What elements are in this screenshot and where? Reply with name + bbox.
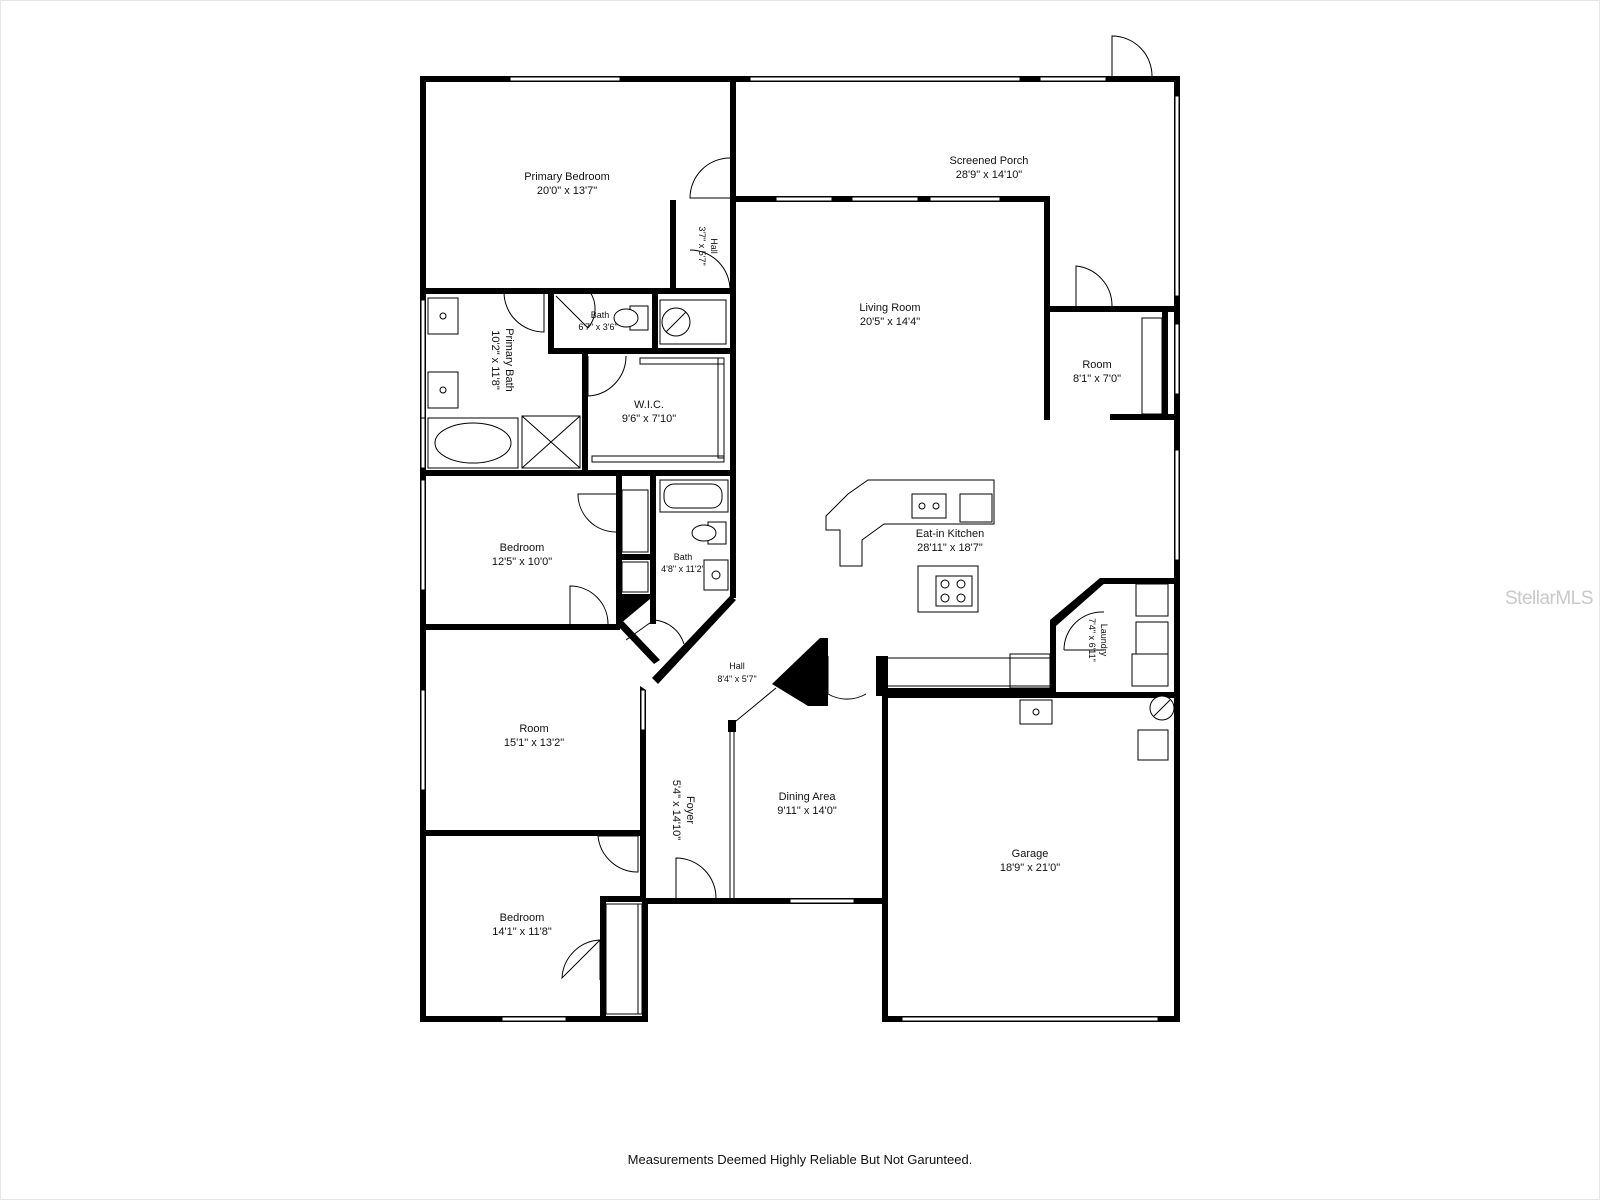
svg-text:10'2" x 11'8": 10'2" x 11'8": [489, 330, 501, 390]
doors: [503, 35, 1153, 980]
room-bath-hall: Bath 4'8" x 11'2": [661, 552, 705, 574]
fixtures: [427, 297, 1175, 1015]
svg-text:28'9" x 14'10": 28'9" x 14'10": [956, 169, 1023, 181]
room-eat-in-kitchen: Eat-in Kitchen 28'11" x 18'7": [916, 528, 984, 554]
svg-text:Bedroom: Bedroom: [500, 912, 545, 924]
svg-text:7'4" x 6'11": 7'4" x 6'11": [1087, 618, 1097, 662]
svg-text:Bedroom: Bedroom: [500, 542, 545, 554]
room-dining-area: Dining Area 9'11" x 14'0": [777, 791, 837, 817]
windows: [420, 76, 1180, 1022]
svg-text:Living Room: Living Room: [859, 302, 920, 314]
room-hall-center: Hall 8'4" x 5'7": [717, 661, 756, 684]
room-bedroom-1: Bedroom 12'5" x 10'0": [492, 542, 552, 568]
room-foyer: Foyer 5'4" x 14'10": [670, 780, 696, 840]
room-primary-bedroom: Primary Bedroom 20'0" x 13'7": [524, 171, 610, 197]
svg-text:Room: Room: [519, 723, 548, 735]
svg-text:Eat-in Kitchen: Eat-in Kitchen: [916, 528, 984, 540]
room-bedroom-2: Bedroom 14'1" x 11'8": [492, 912, 552, 938]
svg-text:9'6" x 7'10": 9'6" x 7'10": [622, 413, 676, 425]
svg-text:8'1" x 7'0": 8'1" x 7'0": [1073, 373, 1121, 385]
svg-text:Primary Bedroom: Primary Bedroom: [524, 171, 610, 183]
room-living-room: Living Room 20'5" x 14'4": [859, 302, 920, 328]
svg-text:Garage: Garage: [1012, 848, 1049, 860]
svg-text:8'4" x 5'7": 8'4" x 5'7": [717, 674, 756, 684]
room-room-left: Room 15'1" x 13'2": [504, 723, 564, 749]
svg-text:20'5" x 14'4": 20'5" x 14'4": [860, 316, 920, 328]
svg-text:12'5" x 10'0": 12'5" x 10'0": [492, 556, 552, 568]
svg-text:Bath: Bath: [591, 310, 610, 320]
svg-text:Room: Room: [1082, 359, 1111, 371]
svg-text:Primary Bath: Primary Bath: [503, 328, 515, 392]
svg-text:14'1" x 11'8": 14'1" x 11'8": [492, 926, 552, 938]
svg-text:5'4" x 14'10": 5'4" x 14'10": [670, 780, 682, 840]
svg-text:15'1" x 13'2": 15'1" x 13'2": [504, 737, 564, 749]
svg-text:20'0" x 13'7": 20'0" x 13'7": [537, 185, 597, 197]
svg-text:Screened Porch: Screened Porch: [950, 155, 1029, 167]
measurement-disclaimer: Measurements Deemed Highly Reliable But …: [627, 1152, 973, 1167]
svg-text:9'11" x 14'0": 9'11" x 14'0": [777, 805, 837, 817]
svg-text:Laundry: Laundry: [1099, 624, 1109, 657]
room-room-right: Room 8'1" x 7'0": [1073, 359, 1121, 385]
room-wic: W.I.C. 9'6" x 7'10": [622, 399, 676, 425]
svg-text:Foyer: Foyer: [684, 796, 696, 824]
room-bath-small: Bath 6'7" x 3'6": [578, 310, 617, 332]
svg-text:28'11" x 18'7": 28'11" x 18'7": [917, 542, 983, 554]
svg-text:Bath: Bath: [674, 552, 693, 562]
room-hall-top: Hall 3'7" x 5'7": [697, 226, 719, 265]
room-garage: Garage 18'9" x 21'0": [1000, 848, 1060, 874]
svg-text:Hall: Hall: [729, 661, 745, 671]
room-primary-bath: Primary Bath 10'2" x 11'8": [489, 328, 515, 392]
svg-text:6'7" x 3'6": 6'7" x 3'6": [578, 322, 617, 332]
svg-text:4'8" x 11'2": 4'8" x 11'2": [661, 564, 705, 574]
svg-text:3'7" x 5'7": 3'7" x 5'7": [697, 226, 707, 265]
room-screened-porch: Screened Porch 28'9" x 14'10": [950, 155, 1029, 181]
svg-text:Hall: Hall: [709, 238, 719, 254]
svg-text:18'9" x 21'0": 18'9" x 21'0": [1000, 862, 1060, 874]
room-labels: Primary Bedroom 20'0" x 13'7" Screened P…: [489, 155, 1121, 938]
svg-text:W.I.C.: W.I.C.: [634, 399, 664, 411]
svg-text:Dining Area: Dining Area: [779, 791, 837, 803]
stellarmls-watermark: StellarMLS: [1505, 588, 1593, 609]
room-laundry: Laundry 7'4" x 6'11": [1087, 618, 1109, 662]
